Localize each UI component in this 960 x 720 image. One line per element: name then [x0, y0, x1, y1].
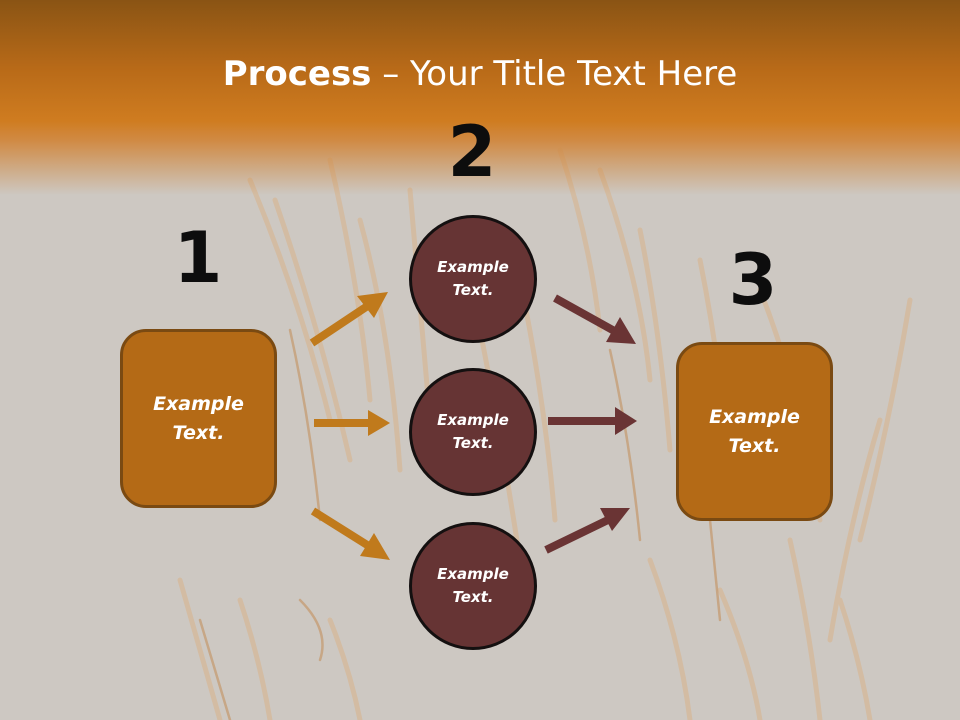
- step-number-2: 2: [447, 111, 497, 193]
- step-2-circle-top-label: Example Text.: [437, 258, 509, 299]
- step-number-3: 3: [728, 239, 778, 321]
- step-1-label: Example Text.: [153, 392, 244, 444]
- step-2-circle-top: Example Text.: [409, 215, 537, 343]
- arrow-middle-to-3: [548, 407, 637, 435]
- step-3-box: Example Text.: [676, 342, 833, 521]
- arrow-bottom-to-3: [544, 508, 630, 554]
- step-number-1: 1: [173, 217, 223, 299]
- arrow-1-to-middle: [314, 410, 390, 436]
- step-2-circle-middle-label: Example Text.: [437, 411, 509, 452]
- step-2-circle-middle: Example Text.: [409, 368, 537, 496]
- arrow-1-to-top: [309, 292, 388, 347]
- header-band: [0, 0, 960, 195]
- step-2-circle-bottom-label: Example Text.: [437, 565, 509, 606]
- slide-title-rest: – Your Title Text Here: [371, 54, 738, 94]
- arrow-top-to-3: [553, 294, 636, 344]
- slide-title-bold: Process: [222, 54, 372, 94]
- arrow-1-to-bottom: [310, 507, 390, 560]
- step-3-label: Example Text.: [709, 405, 800, 457]
- slide-title: Process – Your Title Text Here: [0, 52, 960, 96]
- step-1-box: Example Text.: [120, 329, 277, 508]
- step-2-circle-bottom: Example Text.: [409, 522, 537, 650]
